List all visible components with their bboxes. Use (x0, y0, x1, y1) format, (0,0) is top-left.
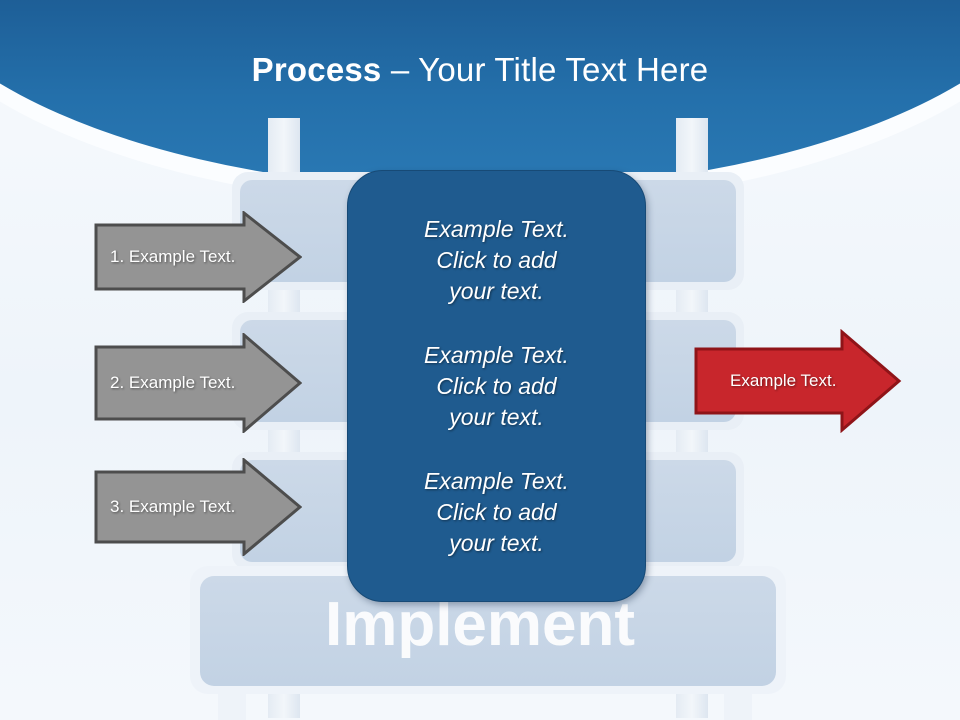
slide-title-strong: Process (251, 51, 382, 88)
panel-text-block-3: Example Text. Click to add your text. (424, 467, 569, 556)
left-arrow-1[interactable]: 1. Example Text. (94, 211, 302, 303)
left-arrow-2[interactable]: 2. Example Text. (94, 333, 302, 433)
left-arrow-1-label: 1. Example Text. (110, 247, 236, 266)
left-arrow-3-label: 3. Example Text. (110, 497, 236, 516)
left-arrow-2-label: 2. Example Text. (110, 373, 236, 392)
panel-text-block-2: Example Text. Click to add your text. (424, 341, 569, 430)
slide-title-light: – Your Title Text Here (381, 51, 709, 88)
left-arrow-3[interactable]: 3. Example Text. (94, 458, 302, 556)
arrow-right-shape-icon (94, 333, 302, 433)
arrow-right-shape-icon (694, 329, 902, 433)
panel-text-block-1: Example Text. Click to add your text. (424, 215, 569, 304)
slide-title: Process – Your Title Text Here (0, 50, 960, 90)
arrow-right-shape-icon (94, 458, 302, 556)
right-arrow-label: Example Text. (730, 371, 837, 390)
right-arrow-result[interactable]: Example Text. (694, 329, 902, 433)
center-content-panel[interactable]: Example Text. Click to add your text. Ex… (347, 170, 646, 602)
arrow-right-shape-icon (94, 211, 302, 303)
